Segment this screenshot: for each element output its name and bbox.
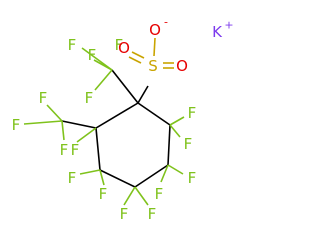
atom-sulfur: S (148, 57, 158, 75)
charge-minus: - (164, 16, 168, 29)
bond-f11 (134, 186, 149, 206)
bond-s-oa-1 (131, 51, 145, 59)
bond-f10 (123, 186, 136, 206)
atom-potassium: K (212, 23, 223, 41)
atom-oxygen-b: O (176, 57, 188, 75)
atom-f1: F (68, 36, 77, 54)
atom-f13: F (155, 185, 164, 203)
sulfonate-bonds (128, 37, 174, 69)
bond-f8 (79, 169, 101, 175)
bond-f7 (76, 127, 97, 143)
carbon-bonds (61, 69, 171, 188)
atom-f8: F (68, 169, 77, 187)
atom-labels: F F F F F F F F F F F F F F F F S O - O … (12, 16, 234, 224)
bond-f9 (99, 169, 105, 186)
bond-f13 (160, 164, 169, 183)
atom-f11: F (148, 205, 157, 223)
atom-f16: F (115, 36, 124, 54)
atom-oxygen-a: O (118, 39, 130, 57)
bond-c1-cf3 (111, 69, 139, 104)
bond-f5 (23, 120, 63, 125)
atom-f9: F (99, 185, 108, 203)
atom-f7: F (71, 141, 80, 159)
ring-bond-c5-c6 (95, 127, 101, 171)
atom-f12: F (188, 169, 197, 187)
charge-plus: + (224, 19, 233, 32)
atom-oxygen-anion: O (149, 21, 161, 39)
molecule-diagram: F F F F F F F F F F F F F F F F S O - O … (12, 16, 234, 224)
atom-f5: F (12, 116, 21, 134)
atom-f2: F (88, 46, 97, 64)
bond-c6-cf3 (61, 120, 97, 129)
ring-bond-c1-c2 (137, 102, 171, 126)
ring-bond-c2-c3 (167, 124, 171, 166)
bond-f15 (169, 124, 181, 138)
atom-f14: F (188, 104, 197, 122)
bond-s-o-minus (153, 37, 156, 57)
structure-svg: F F F F F F F F F F F F F F F F S O - O … (12, 16, 234, 224)
ring-bond-c3-c4 (134, 164, 169, 188)
atom-f15: F (184, 135, 193, 153)
bond-f4 (46, 104, 63, 122)
bond-f14 (169, 116, 185, 126)
bond-f3 (94, 69, 113, 91)
bond-s-oa-2 (128, 56, 142, 64)
bond-f2 (93, 59, 113, 71)
ring-bond-c6-c1 (95, 102, 139, 129)
atom-f6: F (60, 141, 69, 159)
fluorine-bonds (23, 47, 185, 206)
bond-f6 (61, 120, 65, 141)
atom-f4: F (39, 89, 48, 107)
bond-f12 (167, 164, 184, 175)
atom-f3: F (85, 89, 94, 107)
atom-f10: F (120, 205, 129, 223)
bond-c1-s (137, 85, 149, 104)
ring-bond-c4-c5 (99, 169, 136, 188)
